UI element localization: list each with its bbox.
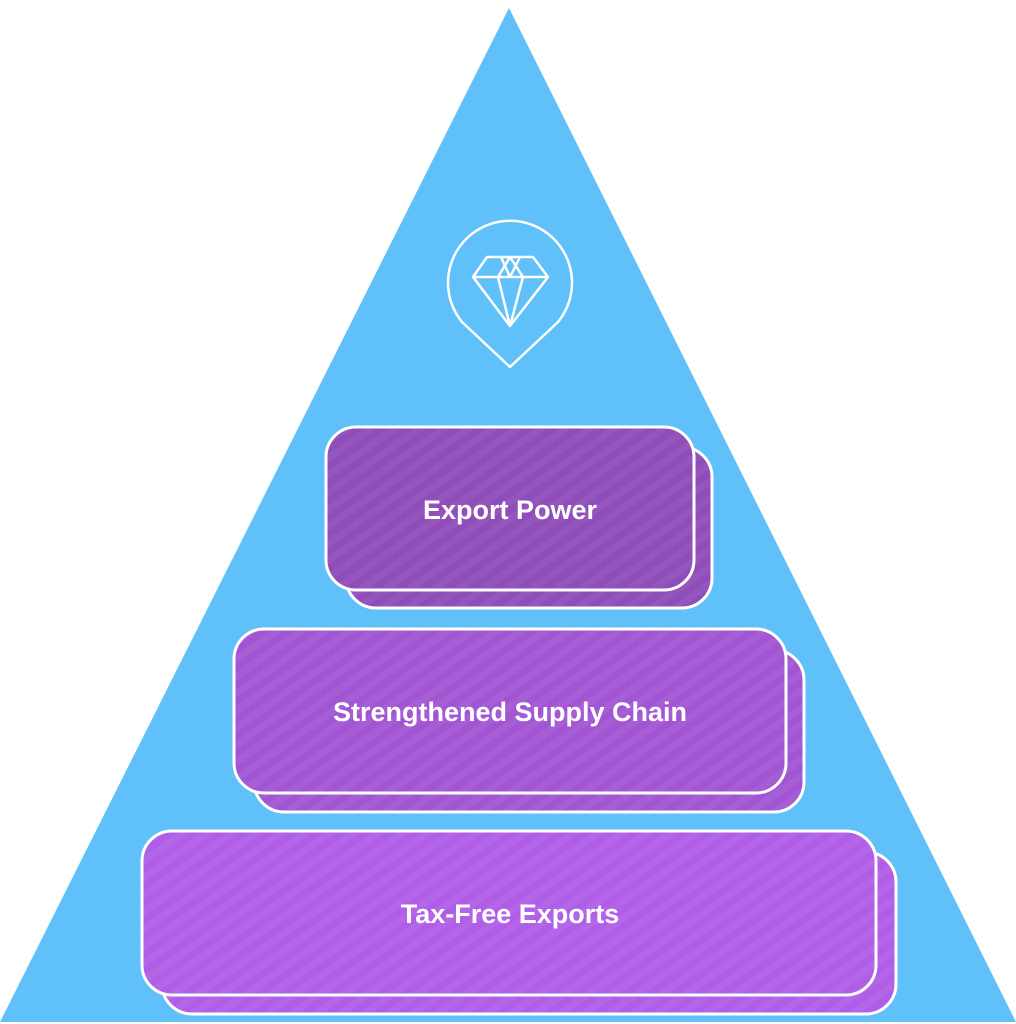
tier-label: Export Power [423,495,598,525]
tier-label: Tax-Free Exports [401,899,620,929]
tier-strengthened-supply-chain: Strengthened Supply Chain [232,627,806,814]
tier-export-power: Export Power [324,425,714,610]
tier-label: Strengthened Supply Chain [333,697,687,727]
diamond-pin-icon [446,219,574,369]
tier-tax-free-exports: Tax-Free Exports [140,829,898,1016]
